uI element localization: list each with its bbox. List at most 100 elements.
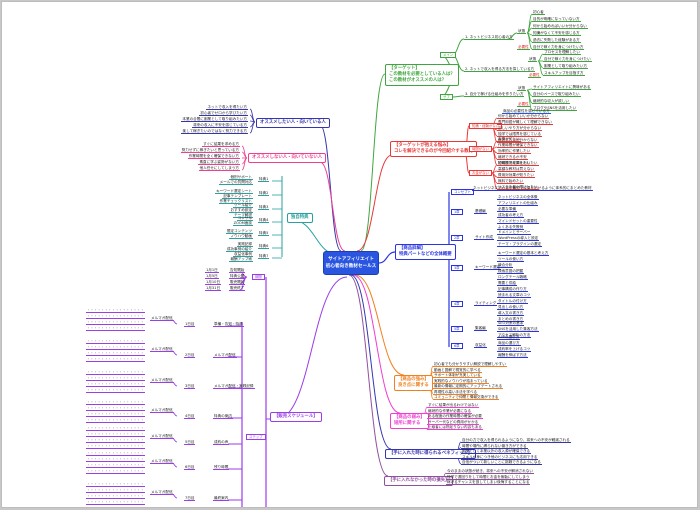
- product-item[interactable]: 成功者の考え方: [497, 213, 525, 219]
- branch-schedule[interactable]: 【販売スケジュール】: [270, 412, 322, 422]
- product-chapter-title[interactable]: 基礎編: [474, 209, 487, 215]
- target-item[interactable]: 3. 自分で稼げる仕組みを作りたい方: [464, 92, 525, 98]
- bonus-item[interactable]: 成功事例の紹介: [225, 247, 253, 253]
- problem-item[interactable]: 継続できるか不安: [497, 155, 528, 161]
- schedule-phase-subtag[interactable]: メルマガ配信: [150, 459, 174, 465]
- bonus-tag[interactable]: 特典4: [258, 218, 270, 224]
- product-item[interactable]: マインドセットの重要性: [497, 219, 539, 225]
- schedule-phase-subtag[interactable]: メルマガ配信: [150, 316, 174, 322]
- schedule-period-tag[interactable]: 期間: [252, 274, 265, 281]
- problem-item[interactable]: リスクを最小限にしたい: [497, 185, 539, 191]
- benefit-item[interactable]: スキルが身につき他のビジネスにも応用できる: [461, 454, 539, 460]
- product-item[interactable]: タイトルの付け方: [497, 299, 528, 305]
- loss-item[interactable]: 稼げるチャンスを逃してしまい後悔することになる: [446, 480, 531, 486]
- target-detail[interactable]: 自分で稼ぐ力を身につけたい方: [532, 45, 585, 51]
- merit-item[interactable]: 初心者でも分かりやすい解説で理解しやすい: [433, 362, 507, 368]
- product-item[interactable]: アフィリエイトの仕組み: [497, 201, 539, 207]
- schedule-phase-day[interactable]: 1日目: [184, 322, 196, 328]
- target-detail[interactable]: 自分のペースで取り組みたい: [532, 92, 581, 98]
- merit-item[interactable]: コミュニティで仲間と情報交換ができる: [433, 395, 500, 401]
- benefit-item[interactable]: 時間や場所に縛られない働き方ができる: [461, 443, 528, 449]
- schedule-phase-subtag[interactable]: メルマガ配信: [150, 378, 174, 384]
- bonus-item[interactable]: 実践記録: [236, 242, 253, 248]
- target-sub-tag[interactable]: 状態: [517, 86, 527, 92]
- target-detail[interactable]: ブログやSNSを活用したい: [532, 106, 578, 112]
- loss-item[interactable]: 今のままの状態が続き、将来への不安が解消されない: [446, 469, 534, 475]
- product-item[interactable]: 読まれる文章のコツ: [497, 293, 532, 299]
- product-chapter[interactable]: 4章: [451, 301, 463, 308]
- schedule-phase-subtag[interactable]: メルマガ配信: [150, 490, 174, 496]
- bonus-item[interactable]: 報酬アップ術: [229, 257, 253, 263]
- target-extra[interactable]: 商品の必要性を感じている方: [502, 109, 551, 115]
- bonus-tag[interactable]: 特典6: [258, 244, 270, 250]
- branch-demerit[interactable]: 【商品の弱み】短所に関する: [390, 413, 429, 429]
- schedule-phase-title[interactable]: メルマガ配信・実践記録: [213, 384, 255, 390]
- not-recommend-item[interactable]: 努力せずに稼ぎたいと思っている方: [180, 148, 240, 154]
- schedule-period-event[interactable]: 販売終了: [229, 286, 246, 292]
- not-recommend-item[interactable]: 他人任せにしてしまう方: [198, 166, 240, 172]
- product-item[interactable]: 競合分析: [497, 263, 514, 269]
- problem-item[interactable]: 無料で始めたい: [497, 179, 525, 185]
- schedule-phase-day[interactable]: 2日目: [184, 353, 196, 359]
- bonus-item[interactable]: ノウハウ動画: [229, 234, 253, 240]
- bonus-item[interactable]: おすすめ設定: [229, 208, 253, 214]
- target-detail[interactable]: 初心者: [532, 10, 545, 16]
- problem-item[interactable]: 効率的に作業したい: [497, 149, 532, 155]
- product-item[interactable]: SNSを活用した集客方法: [497, 327, 539, 333]
- bonus-item[interactable]: コンサル: [236, 216, 253, 222]
- branch-product[interactable]: 【商品詳細】特典パートなどの全体概要: [395, 244, 456, 260]
- schedule-phase-subtag[interactable]: メルマガ配信: [150, 434, 174, 440]
- product-chapter[interactable]: 1章: [451, 209, 463, 216]
- product-chapter[interactable]: 5章: [451, 326, 463, 333]
- target-need-tag[interactable]: 必要性: [517, 45, 530, 51]
- product-chapter[interactable]: 3章: [451, 265, 463, 272]
- problem-item[interactable]: 初期投資を抑えたい: [497, 161, 532, 167]
- bonus-item[interactable]: 限定コンテンツ: [225, 229, 253, 235]
- target-sub-tag[interactable]: 状態: [528, 57, 538, 63]
- product-item[interactable]: ツールの使い方: [497, 257, 525, 263]
- target-detail[interactable]: 何から始めればいいか分からない: [532, 24, 588, 30]
- bonus-tag[interactable]: 特典2: [258, 191, 270, 197]
- product-item[interactable]: まとめの書き方: [497, 317, 525, 323]
- merit-item[interactable]: 再現性の高い手法を学べる: [433, 389, 479, 395]
- product-item[interactable]: ネットビジネスの全体像: [497, 195, 539, 201]
- not-recommend-item[interactable]: 素直に学ぶ姿勢がない方: [198, 160, 240, 166]
- recommend-item[interactable]: 本業の合間に副業として取り組みたい方: [181, 117, 248, 123]
- problem-item[interactable]: 稼げる方法が分からない: [497, 138, 539, 144]
- bonus-item[interactable]: テーマ解説: [233, 213, 253, 219]
- product-item[interactable]: 需要と供給: [497, 281, 517, 287]
- bonus-item[interactable]: ZOOM面談: [232, 221, 253, 227]
- recommend-item[interactable]: 初心者でゼロから学びたい方: [199, 111, 248, 117]
- demerit-item[interactable]: 継続的な作業が必要になる: [427, 408, 473, 414]
- schedule-phase-day[interactable]: 5日目: [184, 440, 196, 446]
- target-group-main[interactable]: メイン: [440, 52, 457, 59]
- product-item[interactable]: 検索意図の把握: [497, 269, 525, 275]
- product-item[interactable]: 報酬を伸ばす方法: [497, 353, 528, 359]
- branch-recommend[interactable]: オススメしたい人・向いている人: [256, 118, 330, 128]
- product-item[interactable]: ASPの選び方: [497, 335, 521, 341]
- problem-group[interactable]: 時間がない: [469, 146, 492, 153]
- recommend-item[interactable]: 楽して稼ぎたいのではなく努力できる方: [181, 129, 248, 135]
- product-item[interactable]: 記事構成の作り方: [497, 287, 528, 293]
- bonus-tag[interactable]: 特典5: [258, 231, 270, 237]
- bonus-item[interactable]: ツール紹介: [233, 203, 253, 209]
- product-chapter[interactable]: コンセプト: [451, 189, 474, 196]
- product-item[interactable]: SEO対策の基本: [497, 321, 525, 327]
- bonus-item[interactable]: キーワード選定シート: [215, 189, 253, 195]
- schedule-phase-title[interactable]: 残り時間: [213, 465, 230, 471]
- product-item[interactable]: ロングテール戦略: [497, 275, 528, 281]
- schedule-phase-day[interactable]: 4日目: [184, 414, 196, 420]
- schedule-phase-title[interactable]: 成約の声: [213, 440, 230, 446]
- product-chapter-title[interactable]: キーワード選定: [474, 265, 502, 271]
- target-need-tag[interactable]: 必要性: [517, 102, 530, 108]
- recommend-item[interactable]: 将来の収入に不安を感じている方: [192, 123, 248, 129]
- schedule-phase-title[interactable]: 最終案内: [213, 496, 230, 502]
- problem-item[interactable]: 専門用語が難しくて理解できない: [497, 120, 553, 126]
- target-group-sub[interactable]: サブ: [440, 94, 453, 101]
- merit-item[interactable]: サポート体制が充実している: [433, 373, 482, 379]
- product-chapter[interactable]: 6章: [451, 343, 463, 350]
- product-chapter-title[interactable]: ライティング: [474, 301, 498, 307]
- schedule-phase-title[interactable]: 特典の案内: [213, 414, 233, 420]
- root-node[interactable]: サイトアフィリエイト 初心者向き教材セールス: [323, 251, 379, 275]
- schedule-phase-subtag[interactable]: メルマガ配信: [150, 347, 174, 353]
